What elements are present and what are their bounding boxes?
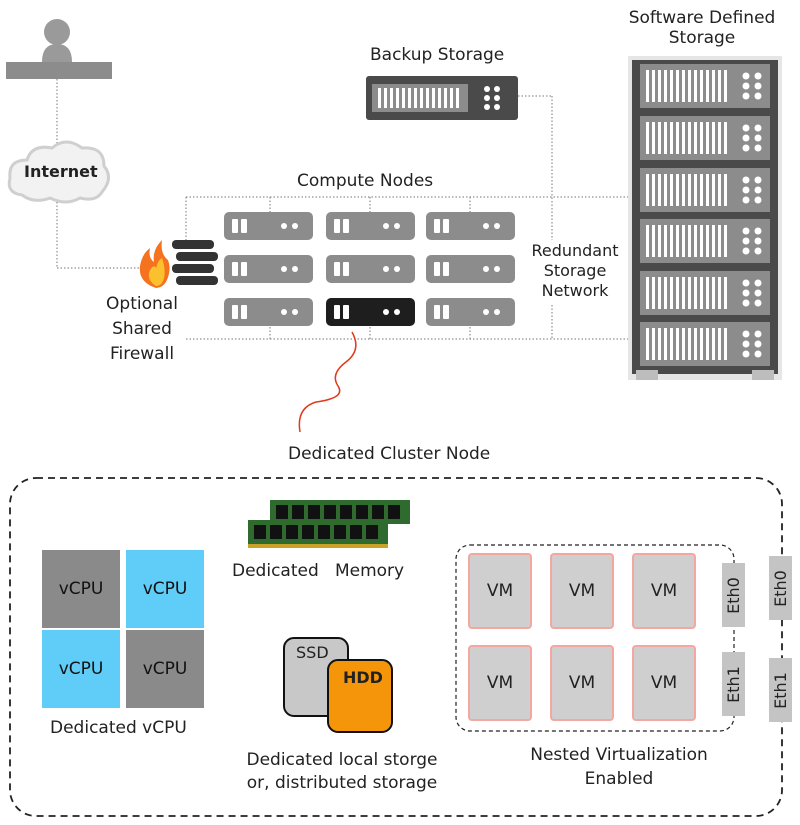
compute-node xyxy=(426,255,515,283)
backup-storage-label: Backup Storage xyxy=(370,45,505,65)
vcpu-block: vCPU xyxy=(42,550,120,628)
vm-block: VM xyxy=(632,553,696,629)
vcpu-block: vCPU xyxy=(126,550,204,628)
dedicated-cluster-node-label: Dedicated Cluster Node xyxy=(288,444,491,464)
eth1-inner-port: Eth1 xyxy=(722,652,745,716)
compute-nodes-label: Compute Nodes xyxy=(297,171,434,191)
vm-block: VM xyxy=(468,645,532,721)
software-defined-storage-label: Software Defined Storage xyxy=(628,8,776,48)
compute-node xyxy=(224,255,313,283)
compute-node xyxy=(326,255,415,283)
dedicated-memory-label: Dedicated Memory xyxy=(232,561,405,581)
firewall-label: Optional Shared Firewall xyxy=(106,294,178,364)
vm-block: VM xyxy=(468,553,532,629)
dedicated-storage-label: Dedicated local storge or, distributed s… xyxy=(246,750,438,793)
hdd-label: HDD xyxy=(343,668,383,687)
ssd-label: SSD xyxy=(296,643,329,662)
dedicated-vcpu-label: Dedicated vCPU xyxy=(50,718,187,738)
redundant-storage-network-label: Redundant Storage Network xyxy=(531,241,619,300)
vm-block: VM xyxy=(550,553,614,629)
vm-block: VM xyxy=(550,645,614,721)
dedicated-cluster-node xyxy=(326,298,415,326)
compute-node xyxy=(224,212,313,240)
eth0-outer-port: Eth0 xyxy=(769,556,792,620)
internet-label: Internet xyxy=(24,162,98,181)
nested-virtualization-label: Nested Virtualization Enabled xyxy=(530,745,708,789)
eth1-outer-port: Eth1 xyxy=(769,658,792,722)
compute-node xyxy=(326,212,415,240)
vcpu-block: vCPU xyxy=(126,630,204,708)
vcpu-block: vCPU xyxy=(42,630,120,708)
eth0-inner-port: Eth0 xyxy=(722,563,745,627)
compute-node xyxy=(224,298,313,326)
vm-block: VM xyxy=(632,645,696,721)
compute-node xyxy=(426,298,515,326)
compute-node xyxy=(426,212,515,240)
